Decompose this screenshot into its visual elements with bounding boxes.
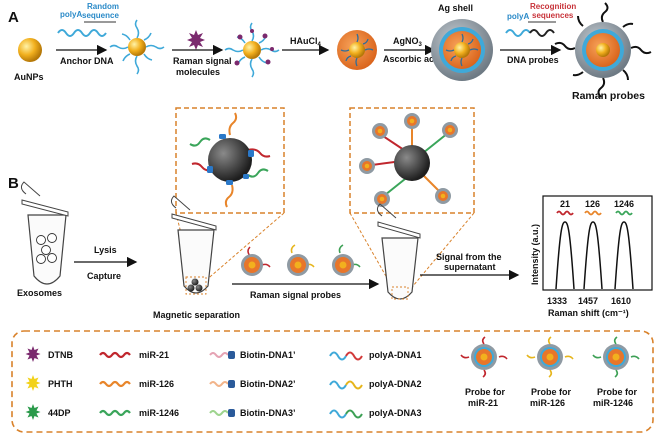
- raman-mol-label-1: Raman signal: [173, 56, 232, 66]
- zoom-box-magnetic-bead: [175, 107, 285, 214]
- legend-biotin: Biotin-DNA1’ Biotin-DNA2’ Biotin-DNA3’: [209, 350, 296, 418]
- signal-label-1: Signal from the: [436, 252, 502, 262]
- raman-probes-label: Raman probes: [572, 90, 645, 102]
- agno3-label: AgNO3: [393, 36, 423, 48]
- legend-polya2: polyA-DNA2: [369, 379, 422, 389]
- probe-label-1a: Probe for: [465, 387, 506, 397]
- signal-label-2: supernatant: [444, 262, 496, 272]
- probe-label-2a: Probe for: [531, 387, 572, 397]
- legend-molecules: DTNB PHTH 44DP: [25, 346, 73, 420]
- legend-mir21: miR-21: [139, 350, 169, 360]
- legend-probes: Probe for miR-21 Probe for miR-126 Probe…: [460, 336, 640, 408]
- aunps-label: AuNPs: [14, 72, 44, 82]
- probe-label-3b: miR-1246: [593, 398, 633, 408]
- tube-magnetic: [170, 195, 217, 295]
- mir1246-strand: [99, 409, 131, 417]
- legend-mir126: miR-126: [139, 379, 174, 389]
- polya-label-2: polyA: [507, 12, 529, 21]
- biotin3-icon: [228, 409, 235, 417]
- mir126-strand: [99, 380, 131, 388]
- mini-probes: [359, 113, 458, 207]
- aunp-with-dna: [109, 19, 165, 75]
- exosomes-label: Exosomes: [17, 288, 62, 298]
- probe-label-2b: miR-126: [530, 398, 565, 408]
- panel-label-a: A: [8, 9, 19, 26]
- capture-label: Capture: [87, 271, 121, 281]
- phth-icon: [25, 375, 41, 391]
- legend-phth: PHTH: [48, 379, 73, 389]
- legend-mir1246: miR-1246: [139, 408, 179, 418]
- aunp-dna-molecules: [224, 22, 280, 78]
- raman-probe-particle: [554, 2, 652, 98]
- probe-label-3a: Probe for: [597, 387, 638, 397]
- anchor-dna-strand: [57, 21, 116, 37]
- peak-label-21: 21: [560, 199, 570, 209]
- peak-label-1246: 1246: [614, 199, 634, 209]
- probe-label-1b: miR-21: [468, 398, 498, 408]
- zoom-connectors: [175, 212, 475, 293]
- recog-label-1: Recognition: [530, 2, 576, 11]
- random-label-1: Random: [87, 2, 119, 11]
- legend-dtnb: DTNB: [48, 350, 73, 360]
- ascorbic-label: Ascorbic acid: [383, 54, 442, 64]
- tube-exosomes: [20, 181, 69, 285]
- tick-1333: 1333: [547, 296, 567, 306]
- haucl4-label: HAuCl4: [290, 36, 322, 48]
- 44dp-icon: [25, 404, 41, 420]
- au-shell-particle: [337, 30, 377, 70]
- magnetic-label: Magnetic separation: [153, 310, 240, 320]
- tube-supernatant: [376, 203, 421, 300]
- dna-probe-strand: [505, 21, 556, 37]
- panel-label-b: B: [8, 175, 19, 192]
- tick-1457: 1457: [578, 296, 598, 306]
- signal-probes-label: Raman signal probes: [250, 290, 341, 300]
- signal-probes-row: [241, 244, 361, 276]
- legend-biotin2: Biotin-DNA2’: [240, 379, 296, 389]
- dtnb-icon: [25, 346, 41, 362]
- probe-mir126-icon: [526, 336, 574, 378]
- tick-1610: 1610: [611, 296, 631, 306]
- lysis-label: Lysis: [94, 245, 117, 255]
- spectrum-ylabel: Intensity (a.u.): [530, 224, 540, 285]
- legend-biotin3: Biotin-DNA3’: [240, 408, 296, 418]
- biotin2-icon: [228, 380, 235, 388]
- recog-label-2: sequences: [532, 11, 574, 20]
- legend-biotin1: Biotin-DNA1’: [240, 350, 296, 360]
- spectrum-peak-markers: [556, 210, 633, 216]
- peak-label-126: 126: [585, 199, 600, 209]
- random-label-2: sequence: [82, 11, 119, 20]
- spectrum-frame: [542, 195, 653, 291]
- biotin1-icon: [228, 351, 235, 359]
- legend-polya1: polyA-DNA1: [369, 350, 422, 360]
- legend-mirnas: miR-21 miR-126 miR-1246: [99, 350, 179, 418]
- raman-mol-label-2: molecules: [176, 67, 220, 77]
- raman-spectrum: 21 126 1246 1333 1457 1610 Raman shift (…: [530, 195, 653, 318]
- spectrum-xlabel: Raman shift (cm⁻¹): [548, 308, 629, 318]
- mir21-strand: [99, 351, 131, 359]
- zoom-box-bead-with-probes: [349, 107, 475, 214]
- probe-mir21-icon: [460, 336, 508, 378]
- legend-polya: polyA-DNA1 polyA-DNA2 polyA-DNA3: [329, 350, 422, 419]
- ag-shell-particle: [431, 19, 493, 81]
- dtnb-star-icon: [187, 30, 205, 50]
- legend-box: [11, 330, 654, 433]
- dna-probes-label: DNA probes: [507, 55, 559, 65]
- ag-shell-label: Ag shell: [438, 3, 473, 13]
- spectrum-peaks: [555, 221, 634, 290]
- aunp-particle: [18, 38, 42, 62]
- probe-mir1246-icon: [592, 336, 640, 378]
- legend-44dp: 44DP: [48, 408, 71, 418]
- polya-label-1: polyA: [60, 10, 82, 19]
- legend-polya3: polyA-DNA3: [369, 408, 422, 418]
- anchor-dna-label: Anchor DNA: [60, 56, 114, 66]
